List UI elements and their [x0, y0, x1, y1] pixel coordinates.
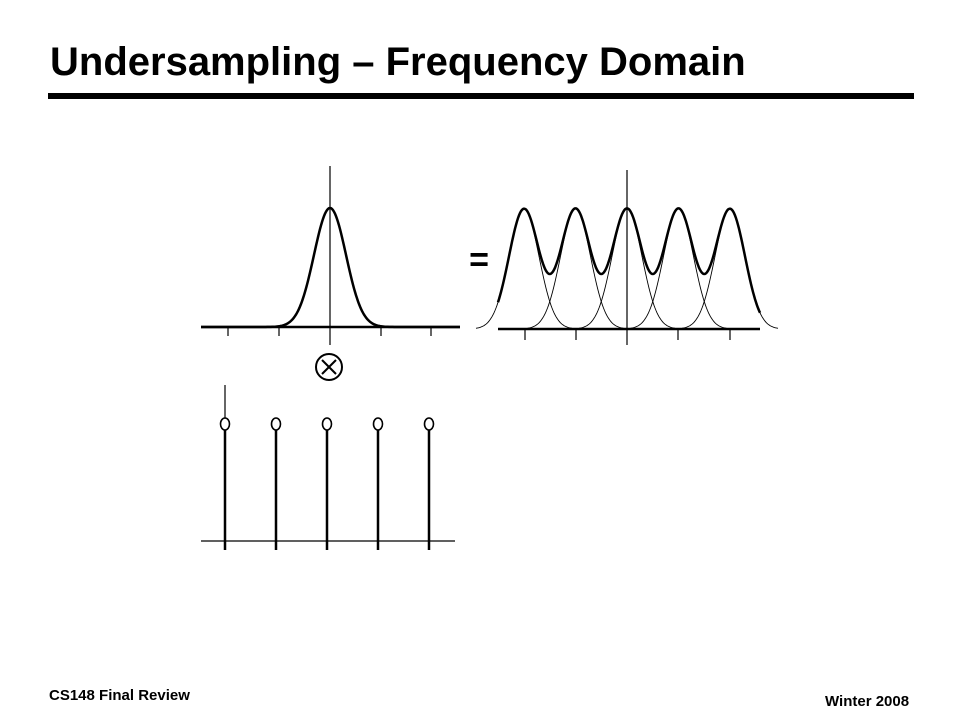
multiply-icon-stroke: [321, 359, 337, 375]
aliased-spectrum-plot: [475, 170, 779, 345]
impulses: [219, 417, 435, 550]
impulse-train-plot: [201, 385, 455, 550]
impulse-head: [219, 417, 231, 431]
multiply-icon: [315, 353, 343, 381]
footer-course-label: CS148 Final Review: [49, 687, 190, 704]
impulse-head: [423, 417, 435, 431]
impulse-head: [270, 417, 282, 431]
equals-sign: =: [469, 241, 489, 279]
impulse-head: [372, 417, 384, 431]
aliased-sum-curve: [496, 206, 762, 314]
title-underline: [48, 93, 914, 99]
original-spectrum-plot: [201, 166, 460, 345]
original-spectrum-curve: [201, 206, 460, 329]
impulse-head: [321, 417, 333, 431]
multiply-icon-circle: [315, 353, 343, 381]
aliased-spectrum-ticks: [524, 329, 731, 340]
footer-term-label: Winter 2008: [825, 693, 910, 710]
slide-title: Undersampling – Frequency Domain: [50, 40, 746, 84]
original-spectrum-ticks: [227, 327, 432, 336]
